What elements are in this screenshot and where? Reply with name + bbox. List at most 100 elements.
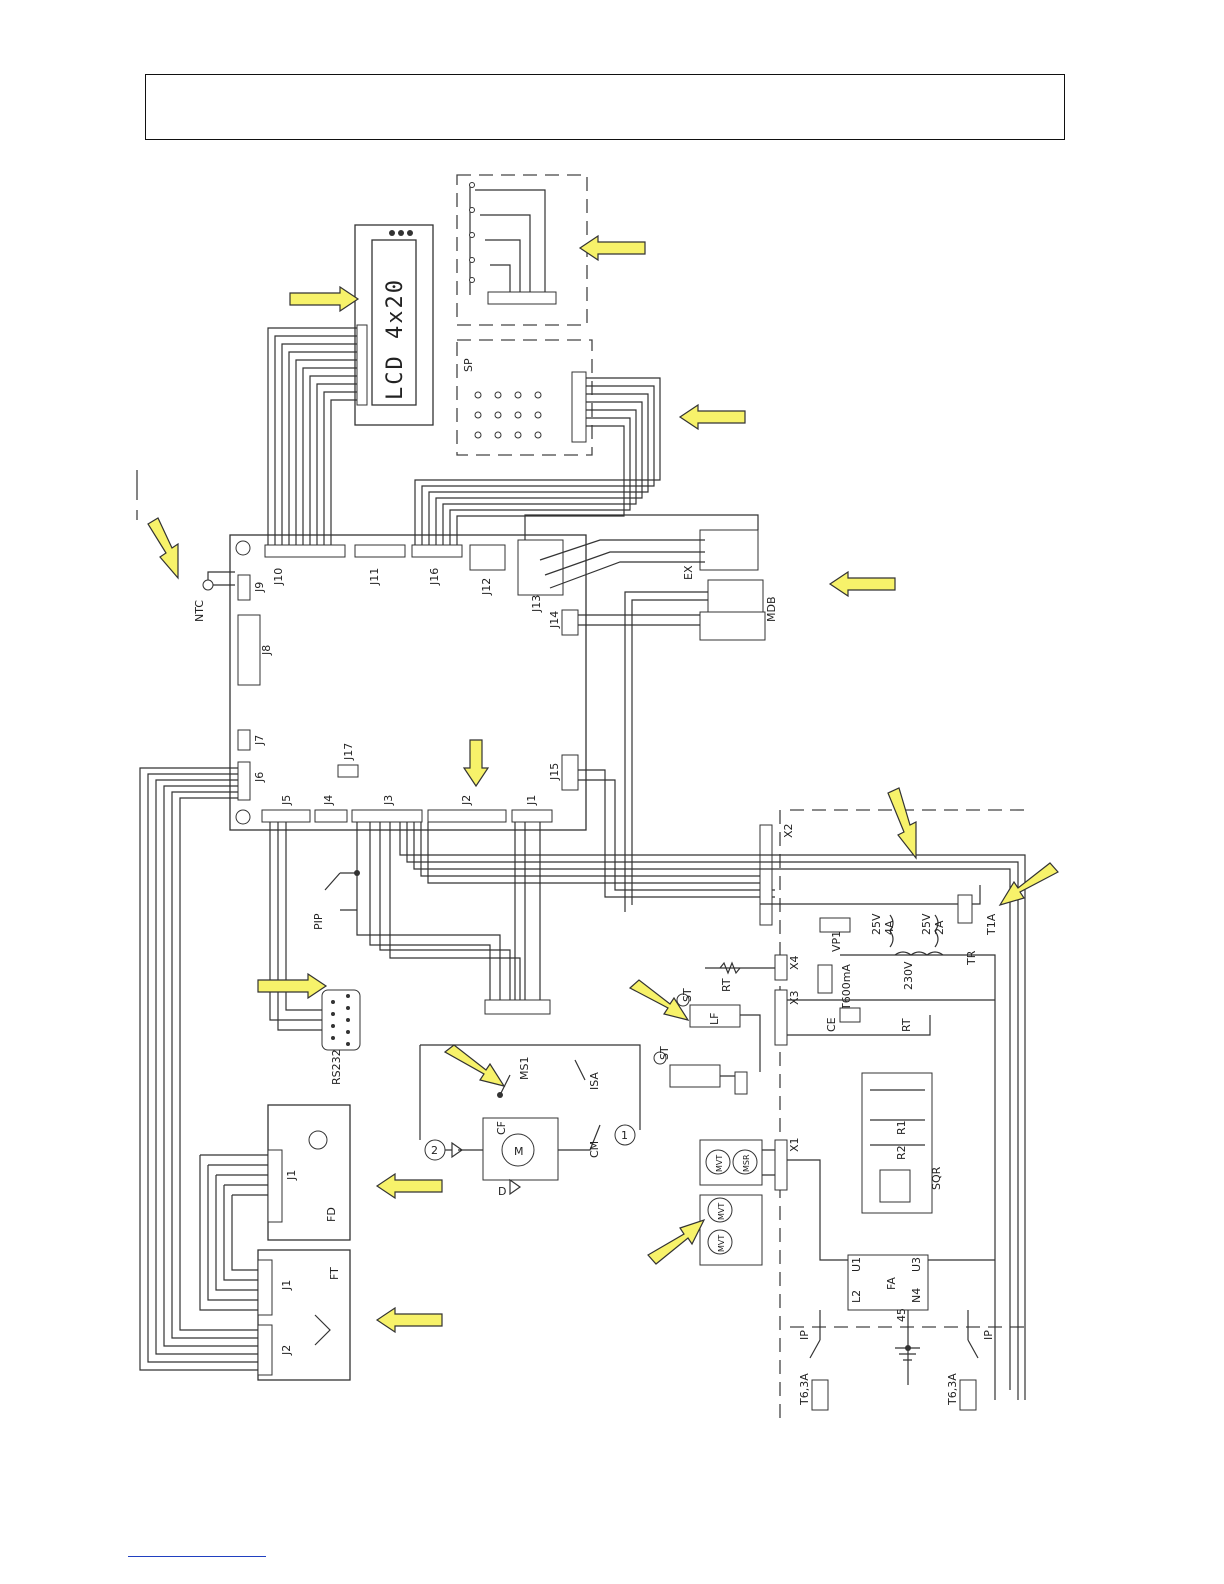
j4-label: J4 <box>322 795 335 806</box>
vp1-label: VP1 <box>830 931 843 952</box>
m-label: M <box>514 1145 524 1158</box>
lcd-wire <box>296 360 357 545</box>
fd-connector <box>268 1150 282 1222</box>
num-45-label: 45 <box>895 1308 908 1322</box>
arrow-left-icon <box>377 1308 442 1332</box>
j13-connector <box>518 540 563 595</box>
lcd-wire <box>303 368 357 545</box>
arrow-left-icon <box>377 1174 442 1198</box>
ex-connector <box>700 530 758 570</box>
j7-connector <box>238 730 250 750</box>
lcd-dot <box>389 230 395 236</box>
isa-label: ISA <box>588 1072 601 1090</box>
mdb-wire <box>625 592 708 912</box>
mvt3-label: MVT <box>717 1235 726 1252</box>
arrow-right-icon <box>290 287 358 311</box>
bus-wire <box>428 822 760 883</box>
x4-terminal <box>775 955 787 980</box>
j8-label: J8 <box>260 645 273 656</box>
lf-terminal <box>735 1072 747 1094</box>
arrow-left-icon <box>830 572 895 596</box>
st2-label: ST <box>658 1046 671 1060</box>
t600-fuse <box>818 965 832 993</box>
rs232-connector <box>322 990 360 1050</box>
lcd-wire <box>282 344 357 545</box>
j3-connector <box>352 810 422 822</box>
mvt2-label: MVT <box>717 1203 726 1220</box>
x3-label: X3 <box>788 990 801 1005</box>
j3-label: J3 <box>382 795 395 806</box>
t1a-label: T1A <box>985 913 998 936</box>
pip-label: PIP <box>312 913 325 930</box>
sqr-label: SQR <box>930 1166 943 1190</box>
ms1-node <box>497 1092 503 1098</box>
x5-terminal <box>485 1000 550 1014</box>
j14-mdb-wires <box>578 615 700 625</box>
j9-label: J9 <box>253 582 266 593</box>
j5-connector <box>262 810 310 822</box>
cm-label: CM <box>588 1141 601 1158</box>
lcd-connector <box>357 325 367 405</box>
ce-label: CE <box>825 1017 838 1032</box>
j6-connector <box>238 762 250 800</box>
sp-connector <box>572 372 586 442</box>
arrow-down-icon <box>148 518 178 578</box>
j12-label: J12 <box>480 578 493 596</box>
v230-label: 230V <box>902 961 915 990</box>
j7-label: J7 <box>253 735 266 746</box>
mount-hole <box>236 541 250 555</box>
j2-label: J2 <box>460 795 473 806</box>
mdb-wire <box>632 600 708 905</box>
j15-connector <box>562 755 578 790</box>
ft-j2-label: J2 <box>280 1345 293 1356</box>
t63a-label-1: T6,3A <box>798 1373 811 1406</box>
ntc-label: NTC <box>193 600 206 622</box>
tr-label: TR <box>965 950 978 966</box>
x3-terminal <box>775 990 787 1045</box>
sp-wire <box>436 402 642 545</box>
ms1-label: MS1 <box>518 1057 531 1080</box>
fa-label: FA <box>885 1277 898 1290</box>
num-1-label: 1 <box>621 1129 628 1142</box>
j1-connector <box>512 810 552 822</box>
arrow-left-icon <box>680 405 745 429</box>
ft-j2-connector <box>258 1325 272 1375</box>
lcd-wire <box>289 352 357 545</box>
t63a-fuse-1 <box>812 1380 828 1410</box>
rt2-label: RT <box>900 1018 913 1032</box>
lf-label: LF <box>708 1013 721 1025</box>
ft-label: FT <box>328 1267 341 1280</box>
j17-label: J17 <box>342 743 355 761</box>
lcd-wire <box>331 400 357 545</box>
arrow-right-icon <box>258 974 326 998</box>
j4-connector <box>315 810 347 822</box>
fa-wire <box>820 1310 968 1340</box>
msr-label: MSR <box>742 1154 751 1172</box>
diode-d <box>510 1180 520 1194</box>
j15-wire <box>578 770 775 897</box>
lcd-wire <box>324 392 357 545</box>
j16-label: J16 <box>428 568 441 586</box>
rs232-label: RS232 <box>330 1049 343 1085</box>
mount-hole <box>236 810 250 824</box>
ip2-label: IP <box>982 1330 995 1340</box>
j10-connector <box>265 545 345 557</box>
j17-connector <box>338 765 358 777</box>
num-2-label: 2 <box>431 1144 438 1157</box>
j6-label: J6 <box>253 772 266 783</box>
r1-label: R1 <box>895 1120 908 1135</box>
mdb-label: MDB <box>765 596 778 622</box>
ce-filter <box>840 1008 860 1022</box>
ex-label: EX <box>682 565 695 580</box>
j14-label: J14 <box>548 611 561 629</box>
x2-terminal <box>760 825 772 925</box>
fd-j1-label: J1 <box>285 1170 298 1181</box>
fd-label: FD <box>325 1207 338 1222</box>
x2-label: X2 <box>782 823 795 838</box>
ft-wire <box>180 798 258 1330</box>
l2-label: L2 <box>850 1290 863 1303</box>
arrow-up-right-icon <box>648 1220 704 1264</box>
ft-j1-connector <box>258 1260 272 1315</box>
j2-connector <box>428 810 506 822</box>
